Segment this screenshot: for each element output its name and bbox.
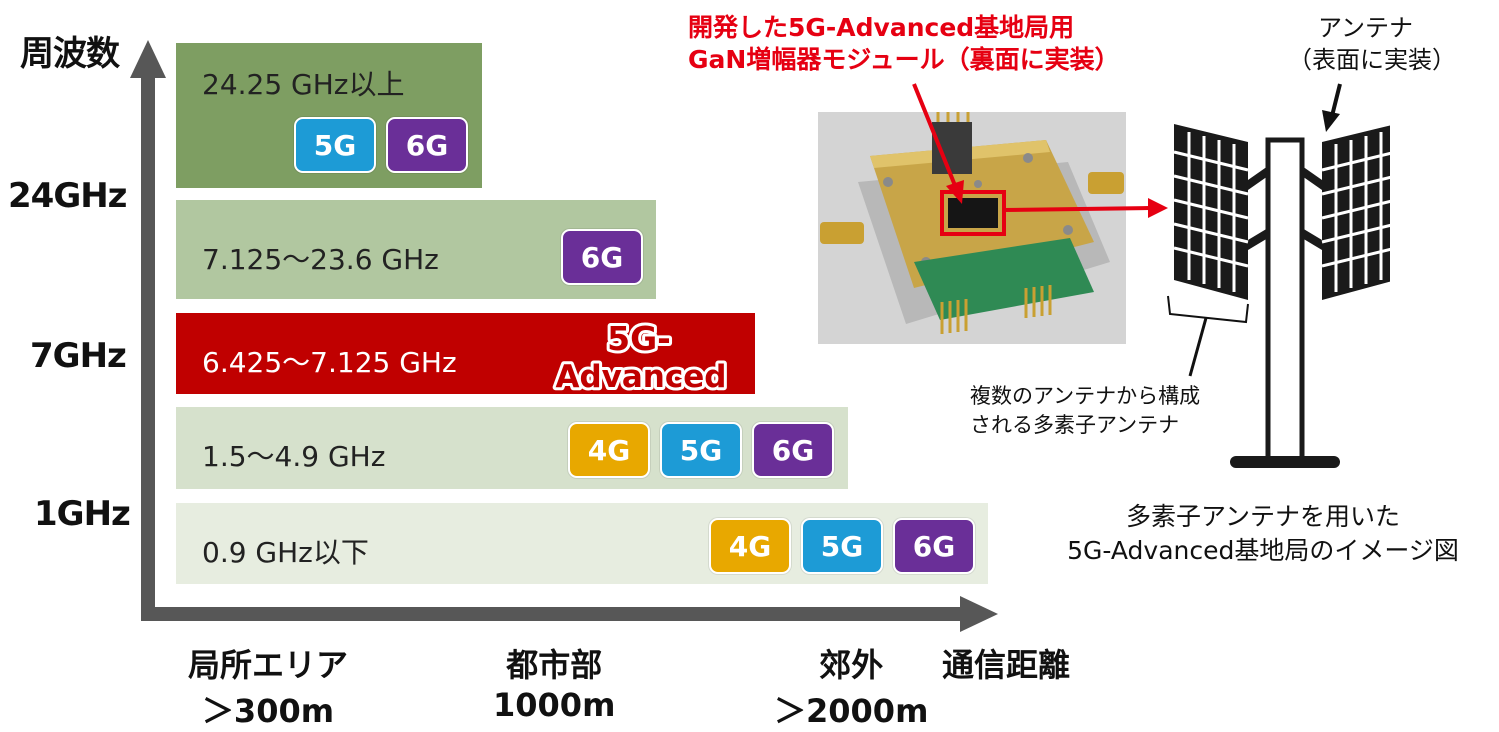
array-note-line1: 複数のアンテナから構成 xyxy=(970,384,1201,408)
module-caption: 開発した5G-Advanced基地局用 GaN増幅器モジュール（裏面に実装） xyxy=(688,12,1120,76)
badge-4g: 4G xyxy=(568,422,650,478)
badge-5g: 5G xyxy=(801,518,883,574)
module-caption-line2: GaN増幅器モジュール（裏面に実装） xyxy=(688,45,1120,74)
band-1-5ghz: 1.5～4.9 GHz 4G 5G 6G xyxy=(176,407,848,489)
x-label-name: 都市部 xyxy=(506,646,603,684)
x-label-name: 局所エリア xyxy=(188,646,349,684)
badge-5g: 5G xyxy=(660,422,742,478)
gan-amplifier-module-photo xyxy=(818,112,1126,344)
band-label: 1.5～4.9 GHz xyxy=(202,440,386,473)
x-axis-title: 通信距離 xyxy=(942,646,1071,684)
module-caption-line1: 開発した5G-Advanced基地局用 xyxy=(688,13,1075,42)
band-label: 7.125～23.6 GHz xyxy=(202,243,439,276)
x-label-distance: ＞300m xyxy=(201,692,335,730)
badge-6g: 6G xyxy=(561,229,643,285)
x-axis-arrow xyxy=(960,596,998,632)
badge-5g-advanced-line1: 5G- xyxy=(607,319,671,358)
y-tick-24ghz: 24GHz xyxy=(8,176,127,216)
figure-caption-line1: 多素子アンテナを用いた xyxy=(1125,502,1400,531)
badge-5g-advanced-line2: Advanced xyxy=(556,359,727,395)
chip-highlight-box xyxy=(940,190,1006,236)
band-under-1ghz: 0.9 GHz以下 4G 5G 6G xyxy=(176,503,988,584)
rf-connector-left xyxy=(820,222,864,244)
antenna-caption-line2: （表面に実装） xyxy=(1288,46,1456,74)
x-label-distance: ＞2000m xyxy=(774,692,929,730)
band-7-24ghz: 7.125～23.6 GHz 6G xyxy=(176,200,656,299)
array-note-line2: される多素子アンテナ xyxy=(970,413,1180,437)
band-24ghz-plus: 24.25 GHz以上 5G 6G xyxy=(176,43,482,188)
tower-base xyxy=(1230,456,1340,468)
x-label-urban: 都市部 1000m xyxy=(493,640,615,724)
array-note: 複数のアンテナから構成 される多素子アンテナ xyxy=(970,382,1200,440)
badge-5g: 5G xyxy=(294,117,376,173)
antenna-caption-arrow-head xyxy=(1322,110,1340,132)
badge-6g: 6G xyxy=(752,422,834,478)
band-6-7ghz: 6.425～7.125 GHz 5G- Advanced xyxy=(176,313,755,395)
antenna-caption: アンテナ （表面に実装） xyxy=(1288,12,1456,76)
antenna-panel-right xyxy=(1322,125,1390,300)
array-bracket xyxy=(1167,295,1249,324)
band-label: 0.9 GHz以下 xyxy=(202,536,369,569)
badge-4g: 4G xyxy=(709,518,791,574)
figure-caption: 多素子アンテナを用いた 5G-Advanced基地局のイメージ図 xyxy=(1030,500,1496,568)
band-label: 6.425～7.125 GHz xyxy=(202,346,457,379)
figure-caption-line2: 5G-Advanced基地局のイメージ図 xyxy=(1067,536,1459,565)
y-tick-1ghz: 1GHz xyxy=(34,494,131,534)
base-station-tower xyxy=(1173,124,1390,468)
module-to-antenna-head xyxy=(1148,198,1168,218)
y-axis-title: 周波数 xyxy=(20,34,120,74)
band-label: 24.25 GHz以上 xyxy=(202,68,405,101)
y-axis-arrow xyxy=(130,40,166,78)
tower-pole xyxy=(1265,137,1305,463)
y-tick-7ghz: 7GHz xyxy=(30,336,127,376)
caption-arrow-line xyxy=(912,83,958,189)
caption-arrow-head xyxy=(946,180,964,204)
x-label-name: 郊外 xyxy=(819,646,884,684)
x-label-distance: 1000m xyxy=(493,686,616,724)
module-to-antenna-line xyxy=(1003,206,1151,212)
x-label-local: 局所エリア ＞300m xyxy=(188,640,348,732)
badge-6g: 6G xyxy=(386,117,468,173)
badge-6g: 6G xyxy=(893,518,975,574)
badge-5g-advanced: 5G- Advanced xyxy=(553,316,730,395)
array-note-pointer xyxy=(1188,317,1208,377)
rf-connector-right xyxy=(1088,172,1124,194)
gan-chip xyxy=(948,198,998,228)
x-label-suburb: 郊外 ＞2000m xyxy=(774,640,928,732)
antenna-caption-line1: アンテナ xyxy=(1318,14,1414,42)
